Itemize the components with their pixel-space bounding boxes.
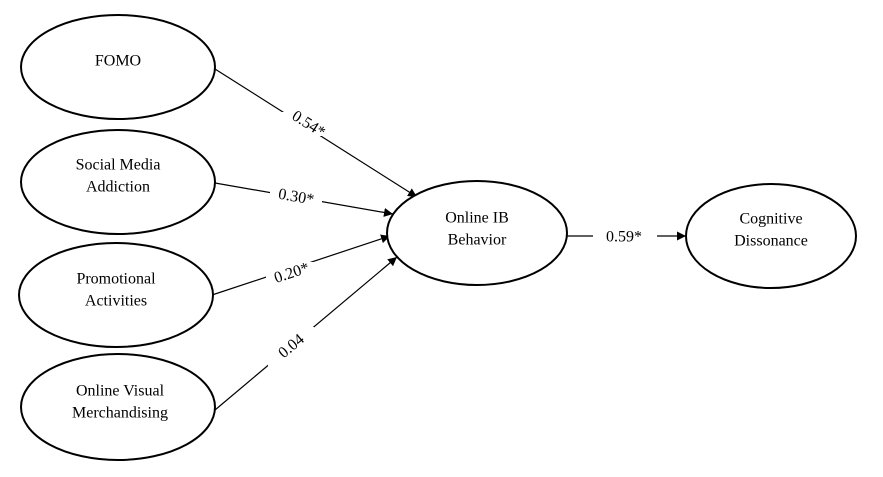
node-ellipse [20, 14, 216, 120]
node-ellipse [386, 180, 568, 286]
node-promotional-activities: Promotional Activities [18, 242, 214, 348]
node-label-online-ib-behavior-line1: Online IB [445, 210, 509, 227]
node-online-ib-behavior: Online IB Behavior [386, 180, 568, 286]
edge-label-bg [266, 262, 318, 286]
edge-label-bg [270, 186, 322, 210]
node-ellipse [685, 183, 857, 289]
edge-ovm-to-ib: 0.04 [214, 256, 398, 411]
node-label-online-ib-behavior-line2: Behavior [448, 232, 507, 249]
edge-label-bg [282, 112, 334, 136]
node-label-social-media-addiction-line2: Addiction [86, 179, 150, 196]
node-label-promotional-activities-line2: Activities [85, 293, 147, 310]
node-label-online-visual-merchandising-line2: Merchandising [72, 405, 168, 422]
edge-sma-to-ib: 0.30* [214, 182, 394, 217]
node-label-cognitive-dissonance-line1: Cognitive [739, 211, 802, 228]
node-ellipse [18, 242, 214, 348]
edge-fomo-to-ib: 0.54* [214, 68, 418, 198]
edge-pa-to-ib: 0.20* [211, 234, 391, 296]
node-label-social-media-addiction-line1: Social Media [76, 157, 161, 174]
node-ellipse [20, 353, 216, 461]
edge-coefficient-ib-to-cd: 0.59* [606, 229, 642, 246]
node-fomo: FOMO [20, 14, 216, 120]
node-label-promotional-activities-line1: Promotional [76, 271, 156, 288]
edge-ib-to-cd: 0.59* [567, 226, 686, 248]
node-label-fomo: FOMO [95, 53, 141, 70]
edge-label-bg [593, 226, 657, 248]
edge-coefficient-sma-to-ib: 0.30* [277, 186, 315, 209]
edge-label-bg [268, 327, 314, 367]
node-ellipse [20, 129, 216, 235]
node-social-media-addiction: Social Media Addiction [20, 129, 216, 235]
node-online-visual-merchandising: Online Visual Merchandising [20, 353, 216, 461]
node-cognitive-dissonance: Cognitive Dissonance [685, 183, 857, 289]
node-label-online-visual-merchandising-line1: Online Visual [76, 383, 165, 400]
node-label-cognitive-dissonance-line2: Dissonance [734, 233, 808, 250]
